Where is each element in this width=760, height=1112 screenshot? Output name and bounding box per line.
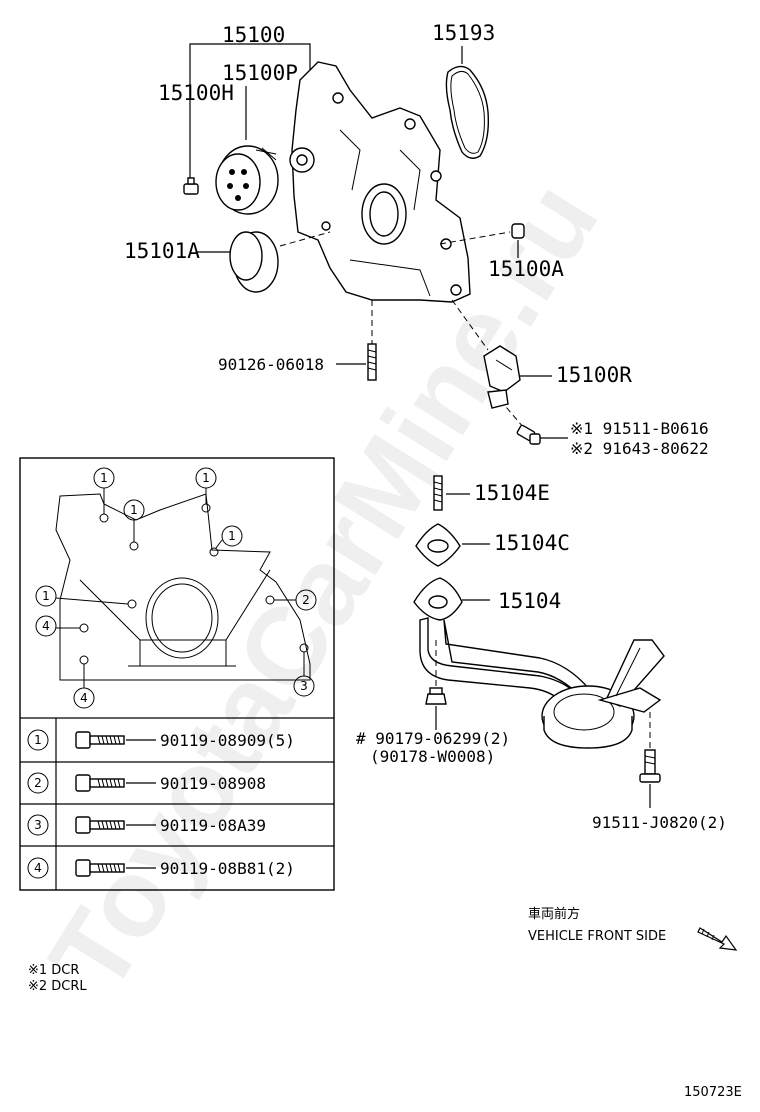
bolt-icon	[75, 731, 91, 749]
bolt-table-row: 3 90119-08A39	[27, 814, 266, 836]
leader-15100	[189, 43, 311, 80]
vehicle-front-en: VEHICLE FRONT SIDE	[528, 929, 666, 944]
callout-4b: 4	[73, 664, 95, 709]
label-15104E: 15104E	[474, 481, 550, 505]
svg-text:1: 1	[130, 503, 138, 517]
callout-1b: 1	[123, 499, 145, 542]
label-90126-06018: 90126-06018	[218, 355, 324, 374]
label-15101A: 15101A	[124, 239, 200, 263]
bolt-table	[20, 717, 334, 890]
label-15100R: 15100R	[556, 363, 632, 387]
bolt-91511-b0616	[516, 424, 541, 445]
callout-1c: 1	[195, 467, 217, 504]
gasket-15193	[445, 65, 490, 159]
nut-90179-06299	[425, 687, 447, 705]
illustration-code: 150723E	[684, 1085, 742, 1100]
plug-15100h	[183, 177, 199, 195]
bolt-icon	[75, 816, 91, 834]
bolt-part-number: 90119-08B81(2)	[160, 859, 295, 878]
label-91643-80622: ※2 91643-80622	[570, 439, 709, 458]
oil-seal-15101a	[229, 231, 279, 293]
label-15100: 15100	[222, 23, 285, 47]
label-15100H: 15100H	[158, 81, 234, 105]
axis-sensor	[451, 299, 489, 351]
callout-4a: 4	[35, 615, 80, 637]
label-15100A: 15100A	[488, 257, 564, 281]
svg-text:1: 1	[42, 589, 50, 603]
watermark: ToyotaCarMine.ru	[26, 161, 622, 1012]
axis-bolt	[499, 399, 525, 429]
bolt-part-number: 90119-08A39	[160, 816, 266, 835]
row-callout-number: 4	[34, 861, 42, 875]
callout-3: 3	[293, 652, 315, 697]
svg-text:4: 4	[42, 619, 50, 633]
svg-text:1: 1	[100, 471, 108, 485]
label-15104C: 15104C	[494, 531, 570, 555]
axis-seal	[279, 231, 331, 247]
label-91511-J0820: 91511-J0820(2)	[592, 813, 727, 832]
pin-15100a	[511, 223, 525, 239]
bolt-table-row: 2 90119-08908	[27, 772, 266, 794]
row-callout	[27, 814, 49, 836]
bolt-icon	[75, 859, 91, 877]
label-15100P: 15100P	[222, 61, 298, 85]
stud-90126-06018	[367, 343, 377, 381]
callout-1d: 1	[215, 525, 243, 549]
row-callout-number: 2	[34, 776, 42, 790]
bolt-part-number: 90119-08908	[160, 774, 266, 793]
row-callout	[27, 857, 49, 879]
rotor-15100p	[215, 145, 279, 215]
oil-pump-body-15100	[289, 61, 471, 303]
bolt-table-rows: 1 90119-08909(5) 2 90119-08908 3 90119-08A39 4…	[27, 729, 295, 879]
svg-text:1: 1	[228, 529, 236, 543]
bolt-part-number: 90119-08909(5)	[160, 731, 295, 750]
bolt-table-row: 1 90119-08909(5)	[27, 729, 295, 751]
vehicle-front-jp: 車両前方	[528, 906, 580, 922]
label-91511-B0616: ※1 91511-B0616	[570, 419, 709, 438]
row-callout	[27, 729, 49, 751]
svg-text:4: 4	[80, 691, 88, 705]
front-arrow-icon	[697, 927, 738, 951]
axis-pin	[439, 231, 511, 245]
bolt-table-row: 4 90119-08B81(2)	[27, 857, 295, 879]
label-90178-W0008: (90178-W0008)	[370, 747, 495, 766]
callout-2: 2	[274, 589, 317, 611]
row-callout-number: 1	[34, 733, 42, 747]
note-dcrl: ※2 DCRL	[28, 979, 87, 994]
note-dcr: ※1 DCR	[28, 963, 79, 978]
oil-strainer-15104	[413, 577, 665, 749]
label-15104: 15104	[498, 589, 561, 613]
label-15193: 15193	[432, 21, 495, 45]
svg-text:2: 2	[302, 593, 310, 607]
bolt-icon	[75, 774, 91, 792]
gasket-15104c	[415, 523, 461, 567]
callout-1e: 1	[35, 585, 129, 607]
stud-15104e	[433, 475, 443, 511]
sensor-15100r	[483, 345, 521, 409]
row-callout-number: 3	[34, 818, 42, 832]
bolt-91511-j0820	[639, 749, 661, 783]
svg-text:1: 1	[202, 471, 210, 485]
callout-1a: 1	[93, 467, 115, 514]
svg-text:3: 3	[300, 679, 308, 693]
bolt-panel	[19, 457, 335, 891]
row-callout	[27, 772, 49, 794]
label-90179-06299: # 90179-06299(2)	[356, 729, 510, 748]
